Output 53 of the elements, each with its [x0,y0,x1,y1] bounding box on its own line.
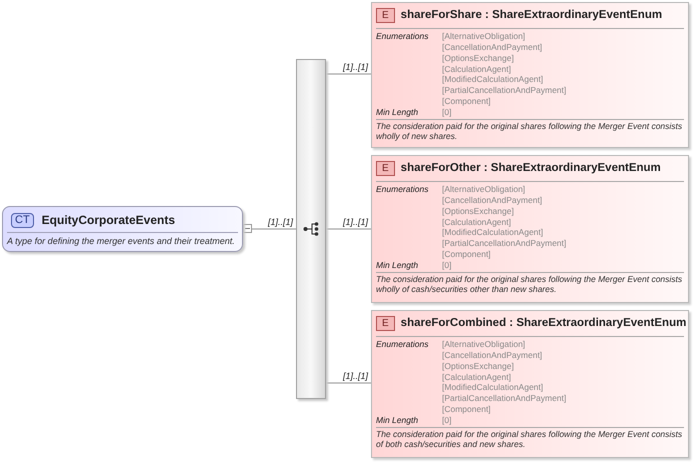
element-description: The consideration paid for the original shares following the Merger Event consists of both cash/securities and new shares. [376,428,684,450]
enumeration-value: [PartialCancellationAndPayment] [442,85,568,96]
property-label: Enumerations [376,184,430,196]
element-name: shareForOther : ShareExtraordinaryEventEnum [400,161,661,176]
property-label: Min Length [376,414,420,426]
connector-line [326,382,372,384]
edge-label: [1]..[1] [342,371,368,381]
enumeration-value: [AlternativeObligation] [442,184,526,196]
enumeration-value: [CancellationAndPayment] [442,350,544,361]
enumeration-value: [OptionsExchange] [442,206,515,217]
property-label: Enumerations [376,339,430,352]
enumeration-value: [CalculationAgent] [442,372,512,382]
enumeration-value: [OptionsExchange] [442,360,515,372]
type-badge: CT [11,212,34,228]
property-value: [0] [442,106,452,118]
property-value: [0] [442,260,452,271]
property-label: Enumerations [376,31,430,44]
property-label: Min Length [376,106,420,118]
enumeration-value: [CalculationAgent] [442,216,512,228]
enumeration-value: [CalculationAgent] [442,64,512,74]
element-name: shareForCombined : ShareExtraordinaryEventEnum [400,316,686,331]
enumeration-value: [PartialCancellationAndPayment] [442,393,568,404]
enumeration-value: [PartialCancellationAndPayment] [442,238,568,250]
enumeration-value: [Component] [442,404,492,415]
edge-label: [1]..[1] [342,62,368,72]
element-description: The consideration paid for the original shares following the Merger Event consists wholly of cash/securities other than new shares. [376,272,684,296]
enumeration-value: [AlternativeObligation] [442,31,526,42]
element-badge: E [376,161,395,176]
enumeration-value: [CancellationAndPayment] [442,195,544,206]
sequence-bar [296,59,326,399]
enumeration-value: [OptionsExchange] [442,52,515,64]
property-label: Min Length [376,260,420,271]
element-box [371,310,689,458]
enumeration-value: [Component] [442,249,492,260]
element-badge: E [376,8,395,24]
element-name: shareForShare : ShareExtraordinaryEventEnum [400,8,662,23]
type-name: EquityCorporateEvents [42,212,176,229]
enumeration-value: [ModifiedCalculationAgent] [442,382,544,394]
edge-label: [1]..[1] [342,217,368,227]
property-value: [0] [442,414,452,426]
connector-line [252,228,296,230]
element-box [371,2,689,148]
enumeration-value: [ModifiedCalculationAgent] [442,74,544,86]
enumeration-value: [CancellationAndPayment] [442,42,544,53]
enumeration-value: [Component] [442,96,492,107]
enumeration-value: [AlternativeObligation] [442,339,526,350]
enumeration-value: [ModifiedCalculationAgent] [442,227,544,238]
element-description: The consideration paid for the original shares following the Merger Event consists wholly of new shares. [376,120,684,142]
connector-line [326,228,372,230]
element-badge: E [376,316,395,332]
edge-label: [1]..[1] [268,217,293,227]
type-description: A type for defining the merger events and their treatment. [6,235,236,248]
element-box [371,155,689,303]
